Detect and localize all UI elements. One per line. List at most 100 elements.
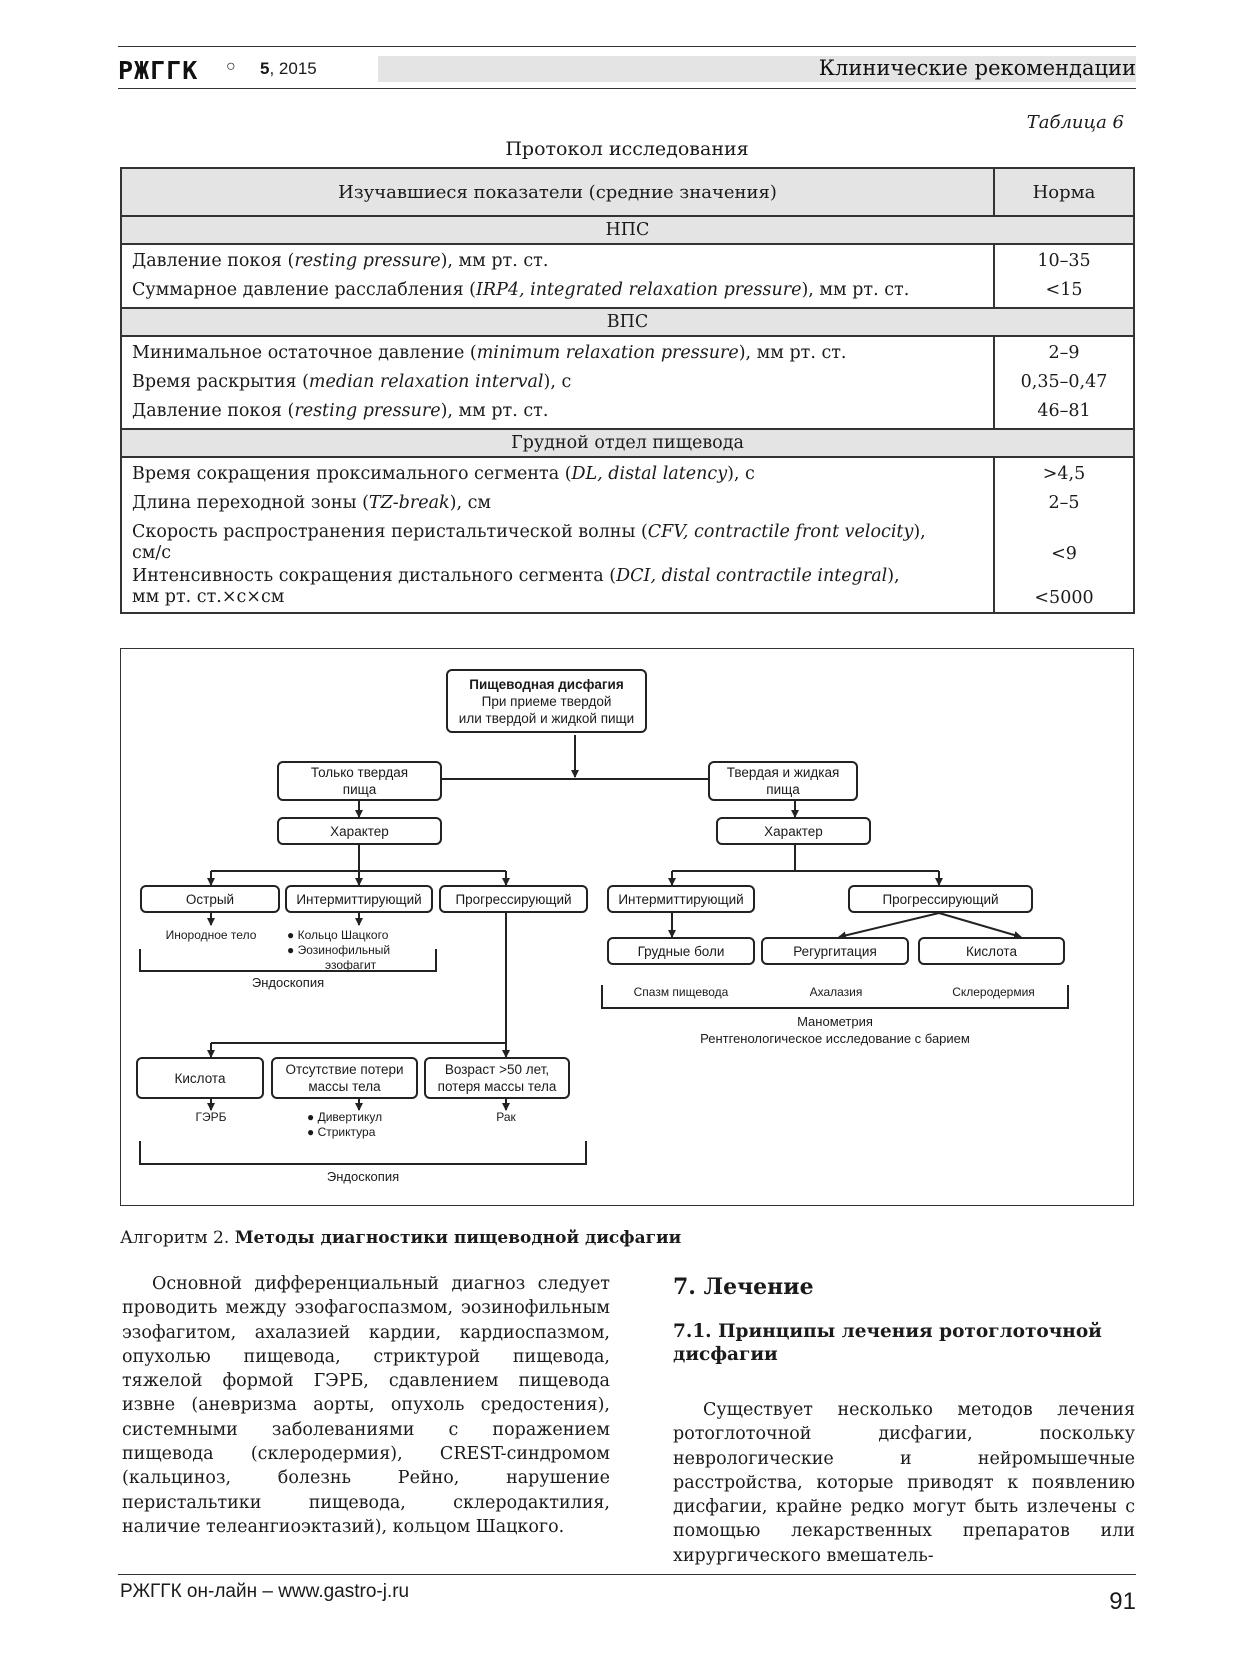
- manometry-label: Манометрия Рентгенологическое исследован…: [700, 1014, 970, 1046]
- table-title: Протокол исследования: [505, 138, 749, 160]
- group-name: ВПС: [120, 307, 1135, 337]
- algorithm-figure: Пищеводная дисфагия При приеме твердой и…: [120, 648, 1134, 1206]
- root-title: Пищеводная дисфагия: [469, 676, 624, 692]
- right-intermittent-box: Интермиттирующий: [607, 885, 755, 913]
- header-rule-top: [118, 46, 1136, 47]
- table-header-row: Изучавшиеся показатели (средние значения…: [120, 167, 1135, 217]
- box-label: пища: [342, 782, 377, 797]
- norm-value: 10–35: [1037, 251, 1091, 271]
- group-name: Грудной отдел пищевода: [120, 428, 1135, 458]
- differential-diagnosis-paragraph: Основной дифференциальный диагноз следуе…: [122, 1274, 610, 1537]
- param-label: Давление покоя (resting pressure), мм рт…: [132, 401, 549, 421]
- flow-connectors: [139, 735, 1069, 1165]
- bullet-icon: ●: [307, 1125, 315, 1139]
- right-progressive-box: Прогрессирующий: [848, 885, 1033, 913]
- left-acid-box: Кислота: [136, 1057, 264, 1099]
- chest-pain-box: Грудные боли: [607, 937, 755, 965]
- figure-caption: Алгоритм 2. Методы диагностики пищеводно…: [120, 1228, 681, 1248]
- issue-number: 5: [260, 59, 270, 78]
- param-label: Время раскрытия (median relaxation inter…: [132, 372, 572, 392]
- diverticulum-label: ● Дивертикул ● Стриктура: [307, 1110, 383, 1139]
- param-label: Суммарное давление расслабления (IRP4, i…: [132, 280, 910, 300]
- page-number: 91: [1109, 1588, 1136, 1615]
- foreign-body-label: Инородное тело: [165, 928, 257, 942]
- table-group-row: Грудной отдел пищевода: [120, 428, 1135, 458]
- protocol-table: Изучавшиеся показатели (средние значения…: [120, 167, 1135, 614]
- norm-cell: 10–35 <15: [993, 243, 1135, 309]
- regurgitation-box: Регургитация: [761, 937, 909, 965]
- box-label: Твердая и жидкая: [726, 765, 840, 780]
- left-progressive-box: Прогрессирующий: [439, 885, 588, 913]
- caption-title: Методы диагностики пищеводной дисфагии: [234, 1228, 682, 1248]
- norm-value: <9: [1051, 544, 1077, 564]
- norm-value: <5000: [1034, 588, 1094, 608]
- achalasia-label: Ахалазия: [809, 985, 863, 999]
- box-label: Возраст >50 лет,: [444, 1062, 550, 1077]
- box-label: пища: [766, 782, 800, 797]
- right-acid-box: Кислота: [918, 937, 1065, 965]
- issue-info: 5, 2015: [260, 59, 317, 79]
- root-sub1: При приеме твердой: [481, 693, 612, 709]
- solid-liquid-box: Твердая и жидкая пища: [708, 761, 858, 801]
- param-label: Давление покоя (resting pressure), мм рт…: [132, 251, 549, 271]
- bracket: [139, 949, 437, 972]
- caption-prefix: Алгоритм 2.: [120, 1228, 235, 1248]
- scleroderma-label: Склеродермия: [952, 985, 1035, 999]
- header-rule-bottom: [118, 88, 1136, 89]
- box-label: Отсутствие потери: [285, 1062, 404, 1077]
- norm-value: <15: [1045, 280, 1083, 300]
- solid-food-box: Только твердая пища: [277, 761, 442, 801]
- params-cell: Минимальное остаточное давление (minimum…: [120, 335, 995, 430]
- esophageal-spasm-label: Спазм пищевода: [633, 985, 729, 999]
- subsection-heading: 7.1. Принципы лечения ротоглоточной дисф…: [673, 1321, 1102, 1365]
- norm-value: >4,5: [1042, 464, 1086, 484]
- norm-cell: 2–9 0,35–0,47 46–81: [993, 335, 1135, 430]
- age-weight-loss-box: Возраст >50 лет, потеря массы тела: [424, 1057, 570, 1099]
- no-weight-loss-box: Отсутствие потери массы тела: [271, 1057, 418, 1099]
- left-character-box: Характер: [277, 817, 442, 845]
- bracket: [139, 1141, 587, 1165]
- acute-box: Острый: [140, 885, 280, 913]
- right-character-box: Характер: [716, 817, 871, 845]
- footer-site: РЖГГК он-лайн – www.gastro-j.ru: [120, 1581, 410, 1602]
- col-header-params: Изучавшиеся показатели (средние значения…: [120, 167, 995, 217]
- table-row: Минимальное остаточное давление (minimum…: [120, 335, 1135, 430]
- param-label: Минимальное остаточное давление (minimum…: [132, 343, 847, 363]
- gerd-label: ГЭРБ: [195, 1110, 227, 1124]
- col-header-norm: Норма: [993, 167, 1135, 217]
- norm-value: 0,35–0,47: [1020, 372, 1108, 392]
- table-row: Давление покоя (resting pressure), мм рт…: [120, 243, 1135, 309]
- norm-cell: >4,5 2–5 <9 <5000: [993, 456, 1135, 614]
- param-label: Скорость распространения перистальтическ…: [132, 522, 926, 563]
- bullet-icon: ●: [287, 943, 295, 957]
- box-label: массы тела: [308, 1079, 381, 1094]
- bullet-icon: ●: [307, 1110, 315, 1124]
- header-band: [378, 56, 1136, 82]
- norm-value: 46–81: [1037, 401, 1091, 421]
- left-intermittent-box: Интермиттирующий: [285, 885, 433, 913]
- root-sub2: или твердой и жидкой пищи: [458, 710, 635, 726]
- section-title: Клинические рекомендации: [818, 56, 1136, 80]
- param-label: Время сокращения проксимального сегмента…: [132, 464, 755, 484]
- header-bullet: ○: [226, 58, 236, 75]
- params-cell: Время сокращения проксимального сегмента…: [120, 456, 995, 614]
- endoscopy-label-2: Эндоскопия: [326, 1169, 400, 1184]
- schatzki-ring-label: ● Кольцо Шацкого ● Эозинофильный эзофаги…: [287, 928, 391, 972]
- issue-year: , 2015: [269, 59, 317, 78]
- endoscopy-label-1: Эндоскопия: [251, 975, 325, 990]
- root-box: Пищеводная дисфагия При приеме твердой и…: [446, 669, 647, 733]
- group-name: НПС: [120, 215, 1135, 245]
- norm-value: 2–9: [1048, 343, 1080, 363]
- table-number: Таблица 6: [1026, 112, 1124, 133]
- table-group-row: ВПС: [120, 307, 1135, 337]
- table-group-row: НПС: [120, 215, 1135, 245]
- bullet-icon: ●: [287, 928, 295, 942]
- treatment-paragraph: Существует несколько методов лечения рот…: [673, 1400, 1135, 1566]
- params-cell: Давление покоя (resting pressure), мм рт…: [120, 243, 995, 309]
- journal-logo: РЖГГК: [118, 56, 199, 85]
- table-row: Время сокращения проксимального сегмента…: [120, 456, 1135, 614]
- param-label: Интенсивность сокращения дистального сег…: [132, 566, 900, 607]
- norm-value: 2–5: [1048, 493, 1080, 513]
- connector: [938, 912, 1022, 939]
- bracket: [601, 985, 1069, 1009]
